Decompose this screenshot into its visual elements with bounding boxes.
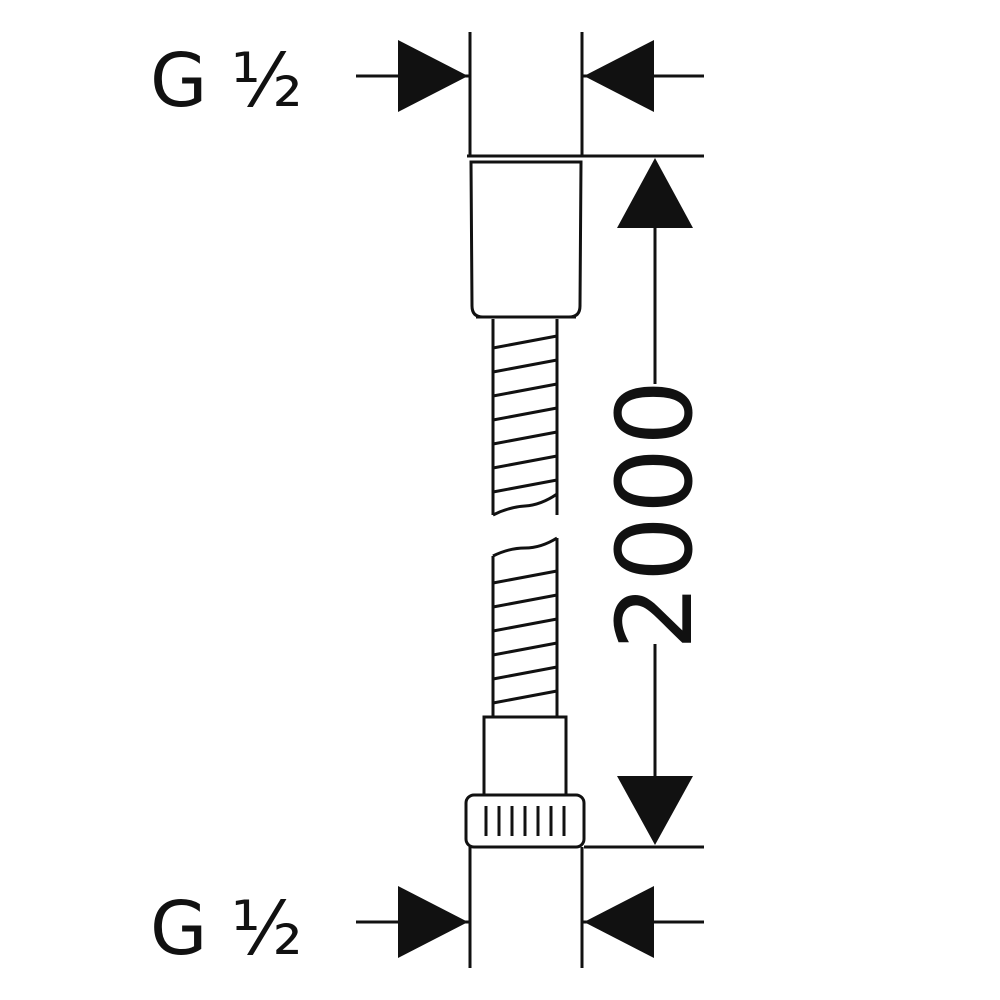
bottom-fitting-collar bbox=[482, 715, 568, 797]
hose-upper-section bbox=[491, 319, 559, 517]
hose-lower-section bbox=[491, 536, 559, 717]
hose-upper-outline bbox=[491, 319, 559, 515]
hose-upper-coils bbox=[492, 334, 558, 494]
bottom-left-arrowhead bbox=[398, 886, 468, 958]
bottom-nut bbox=[464, 793, 586, 849]
bottom-right-arrowhead bbox=[584, 886, 654, 958]
top-fitting bbox=[467, 154, 585, 319]
hose-lower-outline bbox=[491, 538, 559, 717]
top-left-arrowhead bbox=[398, 40, 468, 112]
length-dimension bbox=[584, 154, 704, 849]
top-fitting-body bbox=[469, 160, 583, 319]
hose-lower-break-edge bbox=[492, 536, 558, 558]
length-bottom-arrowhead bbox=[617, 776, 693, 845]
length-label: 2000 bbox=[594, 377, 716, 651]
bottom-diameter-dimension bbox=[356, 847, 704, 968]
hose-lower-coils bbox=[492, 569, 558, 705]
top-right-arrowhead bbox=[584, 40, 654, 112]
bottom-thread-label: G ½ bbox=[150, 886, 303, 972]
bottom-fitting bbox=[464, 715, 586, 849]
top-diameter-dimension bbox=[356, 32, 704, 156]
length-top-arrowhead bbox=[617, 158, 693, 228]
bottom-nut-knurling bbox=[484, 806, 566, 836]
hose-upper-break-edge bbox=[492, 492, 558, 517]
top-thread-label: G ½ bbox=[150, 38, 303, 124]
